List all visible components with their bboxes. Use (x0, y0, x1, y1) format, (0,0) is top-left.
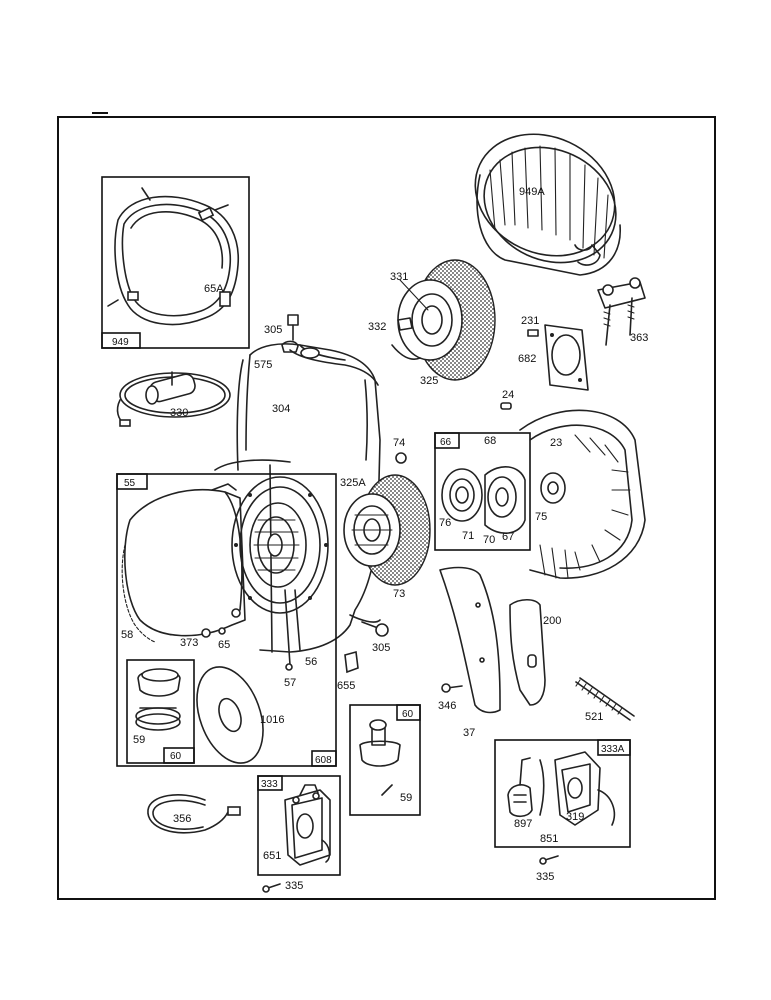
label-200: 200 (543, 615, 561, 627)
label-75: 75 (535, 511, 547, 523)
outer-frame (57, 116, 716, 900)
air-guide-200-drawing (509, 598, 546, 706)
tag-66: 66 (440, 437, 452, 448)
wire-356-drawing (147, 794, 241, 834)
label-335-left: 335 (285, 880, 303, 892)
label-651: 651 (263, 850, 281, 862)
label-655: 655 (337, 680, 355, 692)
tag-60-right: 60 (402, 709, 414, 720)
label-59-right: 59 (400, 792, 412, 804)
label-331: 331 (390, 271, 408, 283)
label-575: 575 (254, 359, 272, 371)
label-363: 363 (630, 332, 648, 344)
box-60-left (126, 659, 195, 764)
washer-1016-drawing (196, 666, 264, 764)
label-24: 24 (502, 389, 514, 401)
part-682-drawing (527, 324, 589, 391)
part-325a-drawing (343, 474, 431, 586)
box-949 (101, 176, 250, 349)
label-897: 897 (514, 818, 532, 830)
part-363-drawing (597, 277, 646, 346)
label-68: 68 (484, 435, 496, 447)
label-65a: 65A (204, 283, 224, 295)
label-57: 57 (284, 677, 296, 689)
label-73: 73 (393, 588, 405, 600)
label-37: 37 (463, 727, 475, 739)
part-330-drawing (116, 371, 231, 427)
spring-521-drawing (575, 677, 635, 721)
label-682: 682 (518, 353, 536, 365)
label-1016: 1016 (260, 714, 284, 726)
label-851: 851 (540, 833, 558, 845)
box-333 (257, 775, 341, 893)
baffle-37-drawing (439, 566, 501, 714)
label-356: 356 (173, 813, 191, 825)
tag-333: 333 (261, 779, 278, 790)
part-74-drawing (395, 452, 407, 464)
label-231: 231 (521, 315, 539, 327)
label-67: 67 (502, 531, 514, 543)
label-23: 23 (550, 437, 562, 449)
label-76: 76 (439, 517, 451, 529)
label-319: 319 (566, 811, 584, 823)
label-325a: 325A (340, 477, 366, 489)
label-71: 71 (462, 530, 474, 542)
label-346: 346 (438, 700, 456, 712)
label-70: 70 (483, 534, 495, 546)
tag-608: 608 (315, 755, 332, 766)
tag-55: 55 (124, 478, 136, 489)
label-59-left: 59 (133, 734, 145, 746)
wire-harness-65a-drawing (107, 187, 240, 326)
box-60-right (349, 704, 421, 816)
label-325: 325 (420, 375, 438, 387)
label-74: 74 (393, 437, 405, 449)
part-655-drawing (344, 650, 359, 674)
label-305-bottom: 305 (372, 642, 390, 654)
label-305-top: 305 (264, 324, 282, 336)
label-949a: 949A (519, 186, 545, 198)
label-58: 58 (121, 629, 133, 641)
flywheel-screen-949a-drawing (474, 133, 621, 276)
box-55-608 (116, 473, 337, 767)
box-66 (434, 432, 531, 551)
tag-333a: 333A (601, 744, 625, 755)
flywheel-325-drawing (391, 259, 496, 381)
screw-305-lower-drawing (361, 621, 389, 637)
label-56: 56 (305, 656, 317, 668)
label-521: 521 (585, 711, 603, 723)
label-373: 373 (180, 637, 198, 649)
label-304: 304 (272, 403, 290, 415)
box-tags: 949 55 66 60 608 60 333 333A (112, 337, 625, 790)
part-24-drawing (500, 402, 512, 410)
part-labels: 949A 331 332 325 231 682 363 24 305 575 … (121, 186, 648, 892)
label-65: 65 (218, 639, 230, 651)
fan-housing-23-drawing (519, 409, 646, 579)
tag-60-left: 60 (170, 751, 182, 762)
tag-949: 949 (112, 337, 129, 348)
label-335-right: 335 (536, 871, 554, 883)
box-333a (494, 739, 631, 865)
label-332: 332 (368, 321, 386, 333)
label-330: 330 (170, 407, 188, 419)
